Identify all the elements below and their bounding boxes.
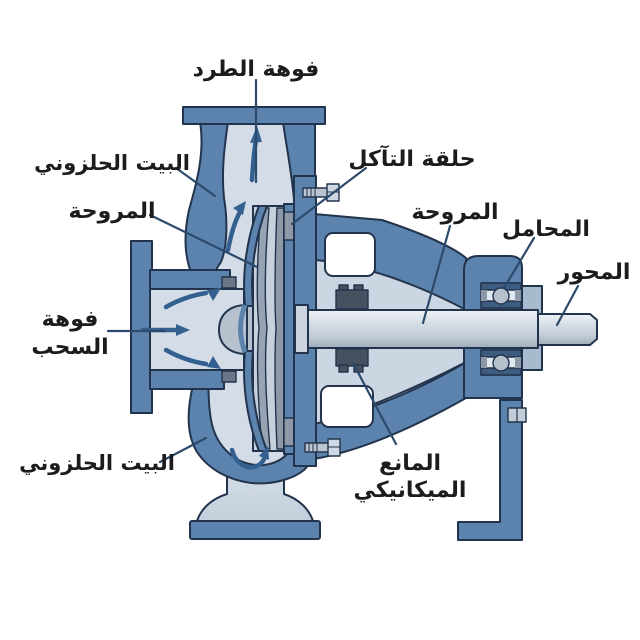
impeller-blade-dark-2 bbox=[274, 207, 285, 450]
bearing-ball bbox=[492, 287, 510, 305]
label-discharge-nozzle: فوهة الطرد bbox=[193, 57, 320, 82]
flow-arrow-volute-curl bbox=[229, 447, 268, 470]
shaft-body bbox=[299, 309, 539, 349]
leader-lines bbox=[106, 78, 580, 464]
casing-bolt-bottom bbox=[304, 438, 341, 457]
seal-lower bbox=[335, 348, 369, 367]
label-impeller-right: المروحة bbox=[411, 200, 498, 225]
leader-wear-ring bbox=[290, 166, 368, 226]
flow-arrowhead bbox=[207, 356, 221, 369]
bearing-frame-adapter bbox=[313, 213, 543, 460]
adapter-window-top bbox=[324, 232, 376, 277]
suction-wall-top bbox=[149, 269, 231, 290]
leader-volute-upper bbox=[174, 166, 217, 198]
shaft-assembly bbox=[294, 304, 598, 354]
leader-impeller-right bbox=[421, 224, 452, 325]
shaft-collar bbox=[294, 304, 309, 354]
suction-flange bbox=[130, 240, 153, 414]
bearing-ball bbox=[492, 354, 510, 372]
label-mechanical-seal-line1: المانع bbox=[379, 451, 441, 476]
bearing-upper bbox=[480, 282, 522, 309]
flow-arrowhead bbox=[207, 288, 221, 301]
labels: فوهة الطرد البيت الحلزوني المروحة فوهة ا… bbox=[19, 57, 630, 503]
label-suction-nozzle-line2: السحب bbox=[31, 335, 108, 360]
impeller-eye-lip bbox=[238, 304, 248, 353]
label-impeller-left: المروحة bbox=[68, 199, 155, 224]
impeller-blade-dark-1 bbox=[256, 207, 271, 450]
label-suction-nozzle-line1: فوهة bbox=[42, 307, 99, 332]
flow-arrowhead bbox=[233, 201, 246, 215]
leader-impeller-left bbox=[148, 213, 259, 269]
bearings bbox=[480, 282, 522, 376]
casing-bolts bbox=[302, 183, 341, 457]
label-volute-lower: البيت الحلزوني bbox=[19, 451, 175, 475]
label-wear-ring: حلقة التآكل bbox=[348, 144, 475, 172]
label-volute-upper: البيت الحلزوني bbox=[34, 151, 190, 175]
flow-arrow-volute-up bbox=[225, 209, 243, 253]
adapter-window-bottom bbox=[320, 385, 374, 428]
casing-corner-top bbox=[221, 276, 237, 289]
suction-wall-bottom bbox=[149, 369, 225, 390]
support-bracket bbox=[457, 399, 523, 541]
bracket-bolt bbox=[507, 407, 527, 423]
leader-shaft bbox=[555, 284, 580, 327]
flow-arrow-suction-bottom bbox=[163, 347, 209, 367]
leader-volute-lower bbox=[158, 436, 208, 464]
label-shaft: المحور bbox=[557, 260, 631, 285]
impeller-front-shroud-top bbox=[243, 205, 268, 307]
label-bearings: المحامل bbox=[502, 217, 590, 242]
seal-upper bbox=[335, 289, 369, 310]
flow-arrowhead bbox=[259, 446, 269, 460]
pedestal-base bbox=[189, 520, 321, 540]
shaft-end bbox=[537, 313, 598, 346]
flow-arrow-suction-top bbox=[163, 290, 209, 310]
seal-lug bbox=[338, 364, 349, 373]
leader-bearings bbox=[502, 236, 536, 290]
leader-mechanical-seal bbox=[351, 361, 398, 446]
flow-arrowhead bbox=[176, 324, 190, 336]
mechanical-seal bbox=[335, 284, 369, 373]
bearing-lower bbox=[480, 349, 522, 376]
casing-corner-bottom bbox=[221, 370, 237, 383]
discharge-flange bbox=[182, 106, 326, 125]
label-mechanical-seal-line2: الميكانيكي bbox=[354, 478, 467, 503]
